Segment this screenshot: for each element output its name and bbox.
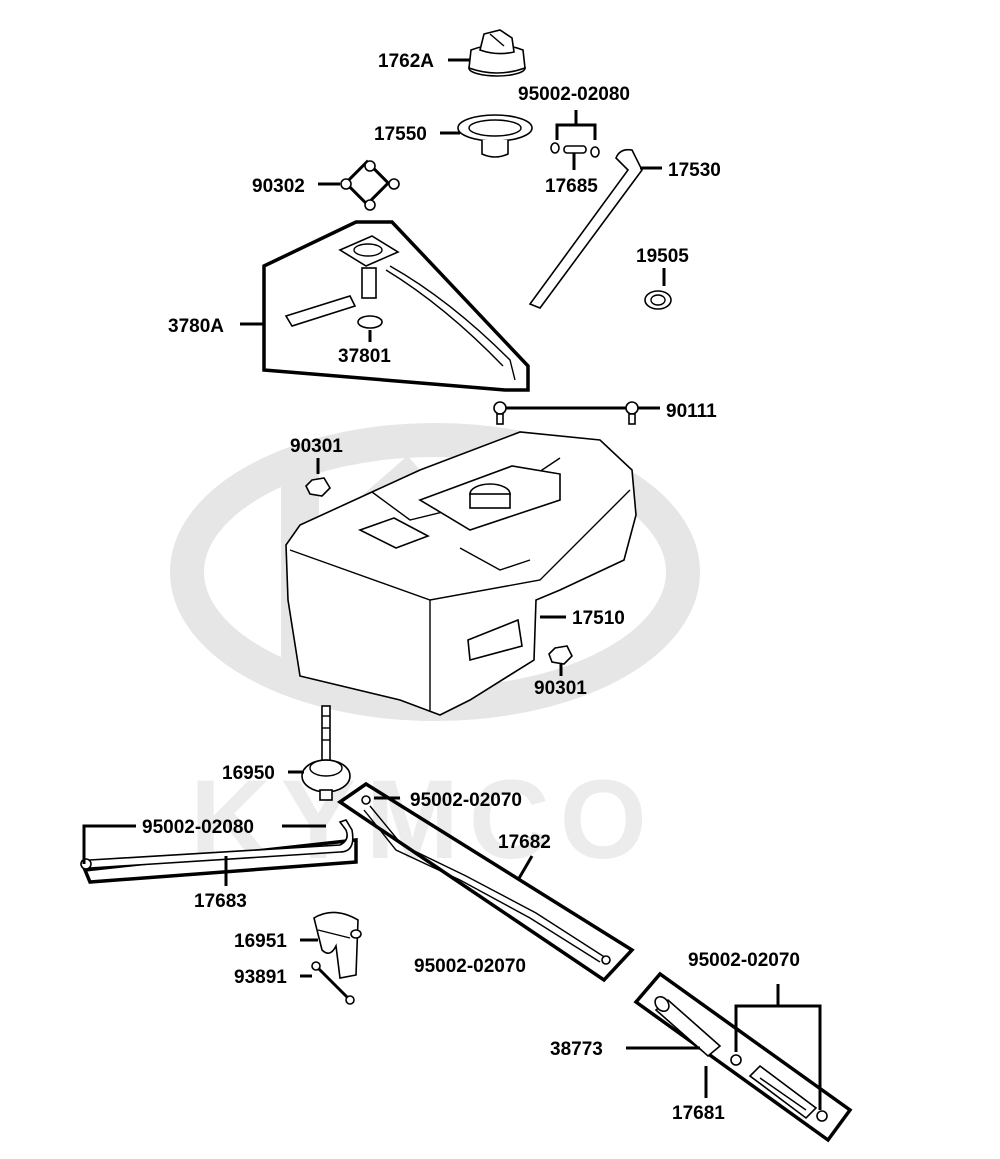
label-17682: 17682 bbox=[498, 832, 551, 853]
fuel-cap bbox=[448, 29, 526, 77]
breather-tube bbox=[528, 148, 662, 309]
fuel-sender-assembly bbox=[240, 220, 530, 392]
mounting-bolt bbox=[493, 401, 660, 425]
label-17510: 17510 bbox=[572, 608, 625, 629]
label-95002-02070-a: 95002-02070 bbox=[410, 790, 522, 811]
screw-set bbox=[318, 159, 400, 211]
label-17550: 17550 bbox=[374, 124, 427, 145]
label-17685: 17685 bbox=[545, 176, 598, 197]
label-37801: 37801 bbox=[338, 346, 391, 367]
fuel-valve bbox=[288, 705, 351, 801]
valve-bracket bbox=[300, 911, 362, 979]
filler-neck-ring bbox=[440, 114, 533, 158]
label-90301-top: 90301 bbox=[290, 436, 343, 457]
label-19505: 19505 bbox=[636, 246, 689, 267]
label-16951: 16951 bbox=[234, 931, 287, 952]
label-1762A: 1762A bbox=[378, 51, 434, 72]
label-90111: 90111 bbox=[666, 401, 717, 422]
hose-clamps-top bbox=[550, 110, 600, 170]
label-95002-02080-bottom: 95002-02080 bbox=[142, 817, 254, 838]
label-3780A: 3780A bbox=[168, 316, 224, 337]
label-17530: 17530 bbox=[668, 160, 721, 181]
drain-hose-assembly bbox=[80, 819, 358, 886]
label-17681: 17681 bbox=[672, 1103, 725, 1124]
label-90302: 90302 bbox=[252, 176, 305, 197]
fuel-hose-assembly bbox=[336, 781, 635, 983]
fuel-tank bbox=[285, 431, 637, 716]
label-38773: 38773 bbox=[550, 1039, 603, 1060]
vacuum-hose-assembly bbox=[626, 971, 853, 1143]
label-90301-bottom: 90301 bbox=[534, 678, 587, 699]
label-95002-02070-b: 95002-02070 bbox=[414, 956, 526, 977]
nut-bottom bbox=[548, 645, 573, 676]
label-17683: 17683 bbox=[194, 891, 247, 912]
label-95002-02080-top: 95002-02080 bbox=[518, 84, 630, 105]
label-95002-02070-c: 95002-02070 bbox=[688, 950, 800, 971]
label-16950: 16950 bbox=[222, 763, 275, 784]
bracket-screw bbox=[300, 961, 355, 1005]
nut-top bbox=[305, 458, 332, 497]
label-93891: 93891 bbox=[234, 967, 287, 988]
hose-clip bbox=[644, 268, 672, 310]
